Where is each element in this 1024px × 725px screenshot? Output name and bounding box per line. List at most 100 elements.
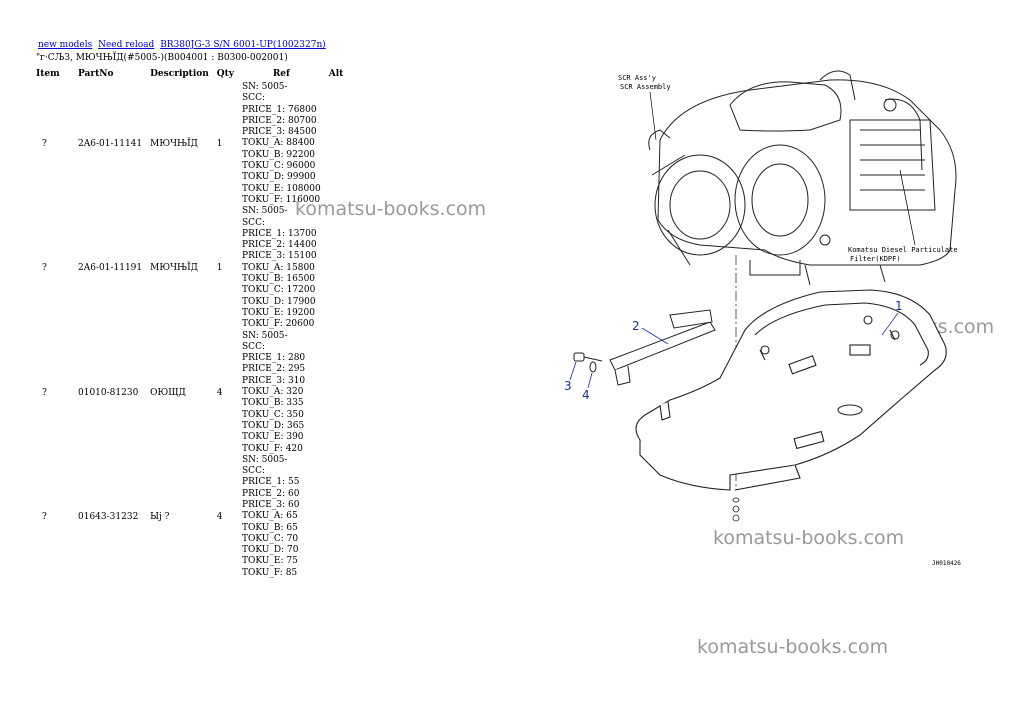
engine-drawing xyxy=(648,70,957,286)
ref-line: TOKU_A: 15800 xyxy=(242,262,315,273)
scr-label-2: SCR Assembly xyxy=(620,83,671,91)
ref-line: TOKU_E: 390 xyxy=(242,432,304,443)
cell-alt xyxy=(325,82,353,206)
scr-leader xyxy=(649,91,657,141)
ref-line: TOKU_D: 70 xyxy=(242,545,299,556)
ref-line: TOKU_E: 19200 xyxy=(242,307,315,318)
drawing-code: JH010426 xyxy=(932,560,961,567)
ref-line: PRICE_2: 14400 xyxy=(242,240,317,251)
bracket-drawing xyxy=(609,309,716,386)
leader-2 xyxy=(641,327,669,345)
callout-2: 2 xyxy=(632,319,640,333)
ref-line: PRICE_2: 60 xyxy=(242,488,300,499)
ref-line: TOKU_D: 17900 xyxy=(242,296,316,307)
kdpf-label-2: Filter(KDPF) xyxy=(850,255,901,263)
parts-table: Item PartNo Description Qty Ref Alt ? 2A6… xyxy=(32,66,353,579)
ref-line: PRICE_1: 280 xyxy=(242,353,306,364)
ref-line: TOKU_C: 17200 xyxy=(242,285,316,296)
cell-partno: 01010-81230 xyxy=(78,387,139,398)
ref-line: SN: 5005- xyxy=(242,206,288,217)
ref-line: TOKU_F: 116000 xyxy=(242,194,321,205)
cell-qty: 4 xyxy=(216,387,223,398)
col-ref: Ref xyxy=(272,69,290,79)
col-qty: Qty xyxy=(216,69,235,79)
ref-line: TOKU_B: 335 xyxy=(242,398,304,409)
cell-alt xyxy=(325,331,353,455)
ref-line: SN: 5005- xyxy=(242,330,288,341)
ref-line: TOKU_C: 96000 xyxy=(242,161,316,172)
ref-line: TOKU_A: 88400 xyxy=(242,138,315,149)
ref-line: PRICE_3: 84500 xyxy=(242,127,317,138)
ref-line: TOKU_A: 65 xyxy=(242,511,298,522)
col-description: Description xyxy=(150,69,209,79)
hardware-bottom xyxy=(732,497,740,522)
ref-line: PRICE_2: 295 xyxy=(242,364,306,375)
ref-line: PRICE_1: 76800 xyxy=(242,104,317,115)
ref-line: TOKU_C: 350 xyxy=(242,409,304,420)
kdpf-label-1: Komatsu Diesel Particulate xyxy=(848,246,958,254)
frame-drawing xyxy=(635,289,947,491)
ref-line: TOKU_B: 16500 xyxy=(242,274,316,285)
cell-item: ? xyxy=(42,387,47,398)
parts-diagram: SCR Ass'y SCR Assembly Komatsu Diesel Pa… xyxy=(564,70,961,567)
bolt-washer-drawing xyxy=(573,352,603,373)
leader-1 xyxy=(881,312,899,336)
ref-line: TOKU_B: 65 xyxy=(242,522,298,533)
ref-line: TOKU_B: 92200 xyxy=(242,149,316,160)
ref-line: TOKU_F: 420 xyxy=(242,443,303,454)
ref-line: TOKU_F: 85 xyxy=(242,567,298,578)
watermark: komatsu-books.com xyxy=(713,527,905,549)
ref-line: TOKU_A: 320 xyxy=(242,387,304,398)
watermark: komatsu-books.com xyxy=(697,636,889,658)
cell-description: ОЮЩД xyxy=(150,387,186,398)
ref-line: SN: 5005- xyxy=(242,82,288,92)
table-row: ? 2A6-01-11191 МЮЧЊЇД 1 SN: 5005-SCC:PRICE_1… xyxy=(32,206,353,330)
ref-line: TOKU_D: 99900 xyxy=(242,172,316,183)
cell-description: МЮЧЊЇД xyxy=(150,139,198,150)
cell-partno: 01643-31232 xyxy=(78,511,139,522)
cell-description: Ыј ? xyxy=(150,511,170,522)
page-subtitle: "г·СЉЗ, МЮЧЊЇД(#5005-)(B004001 : B0300-0… xyxy=(36,53,288,63)
callout-4: 4 xyxy=(582,388,590,402)
nav-links: new models Need reload BR380JG-3 S/N 600… xyxy=(38,40,329,50)
ref-line: TOKU_C: 70 xyxy=(242,533,299,544)
ref-line: TOKU_E: 108000 xyxy=(242,183,321,194)
table-row: ? 01643-31232 Ыј ? 4 SN: 5005-SCC:PRICE_1: 5… xyxy=(32,455,353,579)
ref-line: PRICE_3: 15100 xyxy=(242,251,317,262)
ref-line: PRICE_1: 13700 xyxy=(242,228,317,239)
ref-line: PRICE_3: 310 xyxy=(242,375,306,386)
ref-line: PRICE_1: 55 xyxy=(242,477,300,488)
cell-alt xyxy=(325,206,353,330)
ref-line: SCC: xyxy=(242,466,265,477)
link-model[interactable]: BR380JG-3 S/N 6001-UP(1002327n) xyxy=(160,40,326,50)
table-header-row: Item PartNo Description Qty Ref Alt xyxy=(32,66,353,82)
cell-description: МЮЧЊЇД xyxy=(150,263,198,274)
leader-4 xyxy=(587,372,593,389)
cell-alt xyxy=(325,455,353,579)
cell-partno: 2A6-01-11191 xyxy=(78,263,143,274)
cell-item: ? xyxy=(42,511,47,522)
cell-qty: 4 xyxy=(216,511,223,522)
ref-line: TOKU_D: 365 xyxy=(242,420,305,431)
ref-line: PRICE_3: 60 xyxy=(242,499,300,510)
kdpf-leader xyxy=(899,169,916,246)
ref-line: SCC: xyxy=(242,217,265,228)
link-new-models[interactable]: new models xyxy=(38,40,93,50)
callout-1: 1 xyxy=(895,299,903,313)
cell-qty: 1 xyxy=(216,263,223,274)
watermark: komatsu-books.com xyxy=(295,198,487,220)
cell-item: ? xyxy=(42,139,47,150)
callout-3: 3 xyxy=(564,379,572,393)
cell-qty: 1 xyxy=(216,139,223,150)
leader-3 xyxy=(569,361,577,381)
cell-item: ? xyxy=(42,263,47,274)
ref-line: TOKU_F: 20600 xyxy=(242,319,315,330)
col-item: Item xyxy=(36,69,60,79)
ref-line: TOKU_E: 75 xyxy=(242,556,298,567)
link-need-reload[interactable]: Need reload xyxy=(98,40,155,50)
